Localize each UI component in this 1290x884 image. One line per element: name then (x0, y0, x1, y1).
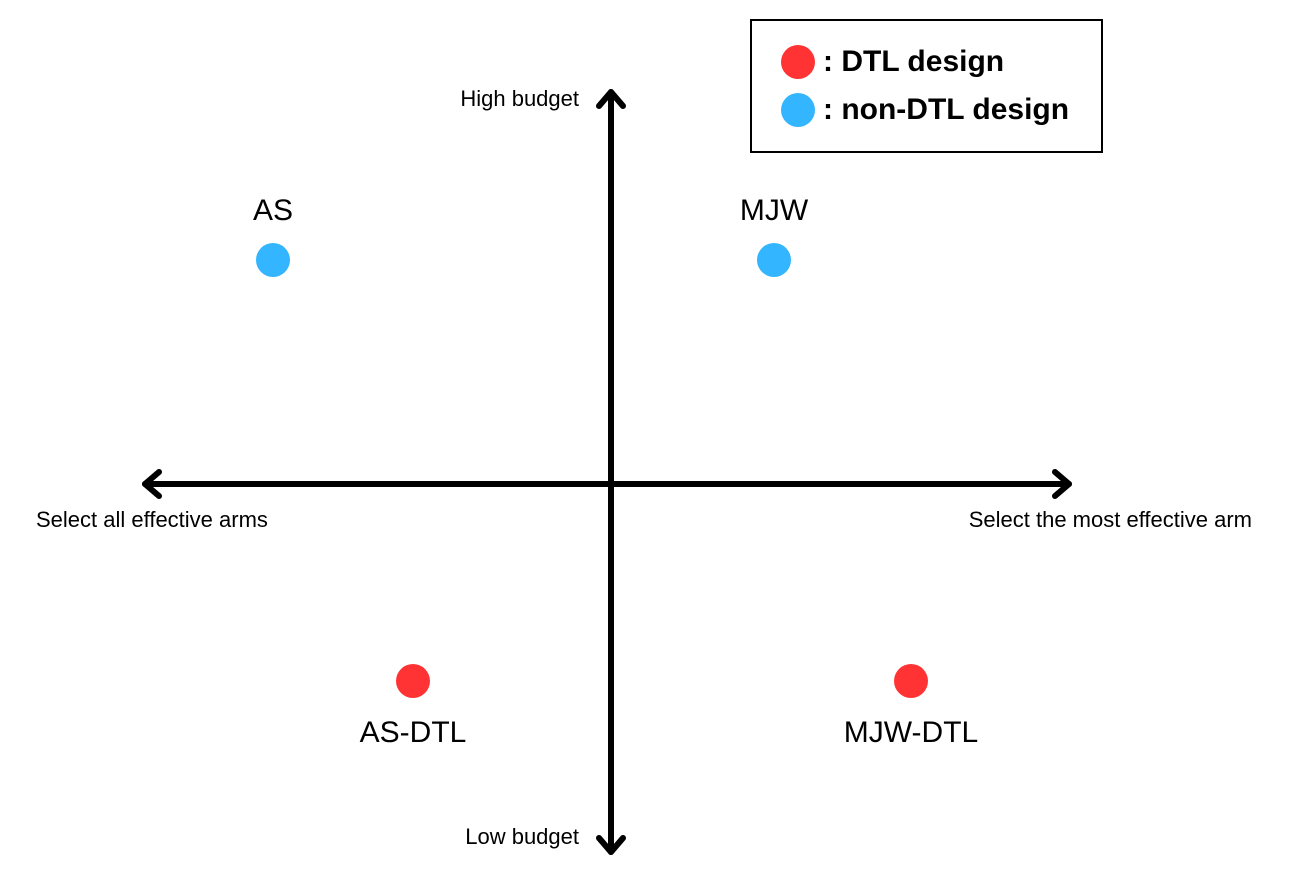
legend-item-non-dtl: : non-DTL design (781, 93, 1069, 127)
legend-label-non-dtl: : non-DTL design (823, 93, 1069, 126)
point-label-as: AS (253, 194, 293, 227)
arrow-left-icon (142, 469, 162, 499)
point-marker-as (256, 243, 290, 277)
axis-label-high-budget: High budget (460, 86, 579, 111)
point-marker-mjw-dtl (894, 664, 928, 698)
arrow-up-icon (596, 89, 626, 109)
axis-label-select-most: Select the most effective arm (969, 507, 1252, 532)
point-mjw: MJW (740, 194, 809, 277)
point-label-as-dtl: AS-DTL (360, 716, 467, 749)
legend-label-dtl: : DTL design (823, 45, 1004, 78)
axis-label-low-budget: Low budget (465, 824, 579, 849)
legend-item-dtl: : DTL design (781, 45, 1004, 79)
legend-swatch-dtl (781, 45, 815, 79)
vertical-axis (596, 89, 626, 855)
arrow-down-icon (596, 835, 626, 855)
point-as-dtl: AS-DTL (360, 664, 467, 749)
point-marker-as-dtl (396, 664, 430, 698)
arrow-right-icon (1052, 469, 1072, 499)
point-marker-mjw (757, 243, 791, 277)
point-label-mjw-dtl: MJW-DTL (844, 716, 978, 749)
legend: : DTL design : non-DTL design (750, 19, 1103, 153)
legend-swatch-non-dtl (781, 93, 815, 127)
point-label-mjw: MJW (740, 194, 809, 227)
point-mjw-dtl: MJW-DTL (844, 664, 978, 749)
horizontal-axis (142, 469, 1072, 499)
legend-box (750, 19, 1103, 153)
point-as: AS (253, 194, 293, 277)
axis-label-select-all: Select all effective arms (36, 507, 268, 532)
